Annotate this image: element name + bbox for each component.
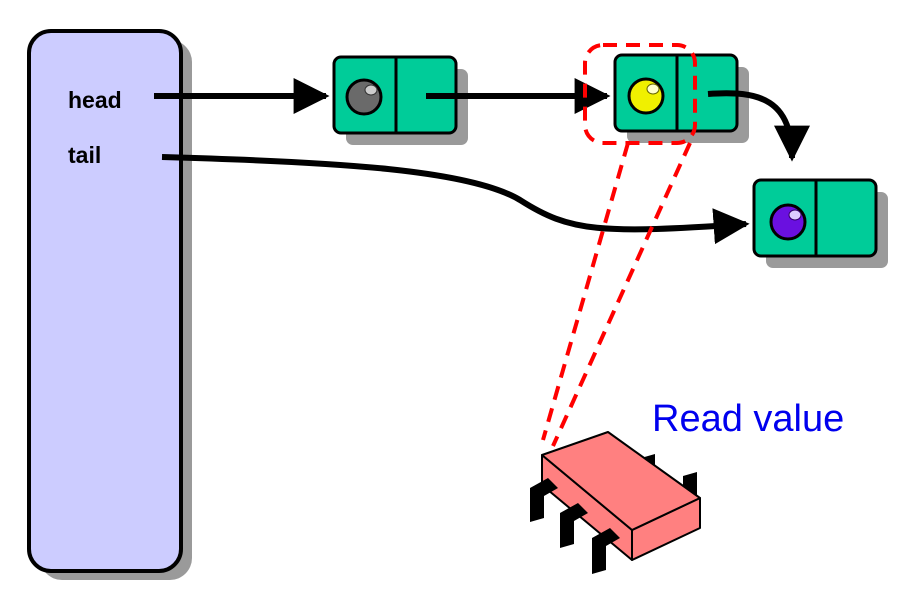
node-2 <box>613 53 749 143</box>
queue-box <box>27 29 183 573</box>
node-3-value <box>769 203 807 241</box>
node-1 <box>332 55 468 145</box>
thread-bug-icon <box>530 431 701 574</box>
read-value-caption: Read value <box>652 398 844 440</box>
queue-object: head tail <box>27 29 192 580</box>
node-1-value <box>345 78 383 116</box>
node-2-value <box>627 77 665 115</box>
highlight-beam-left <box>541 142 630 441</box>
value-highlight <box>583 43 697 145</box>
node-2-next-arrow <box>707 90 810 162</box>
tail-arrow <box>161 154 750 245</box>
head-label: head <box>68 87 122 113</box>
highlight-beam-right <box>551 142 692 447</box>
node-3 <box>752 178 888 268</box>
tail-label: tail <box>68 142 101 168</box>
